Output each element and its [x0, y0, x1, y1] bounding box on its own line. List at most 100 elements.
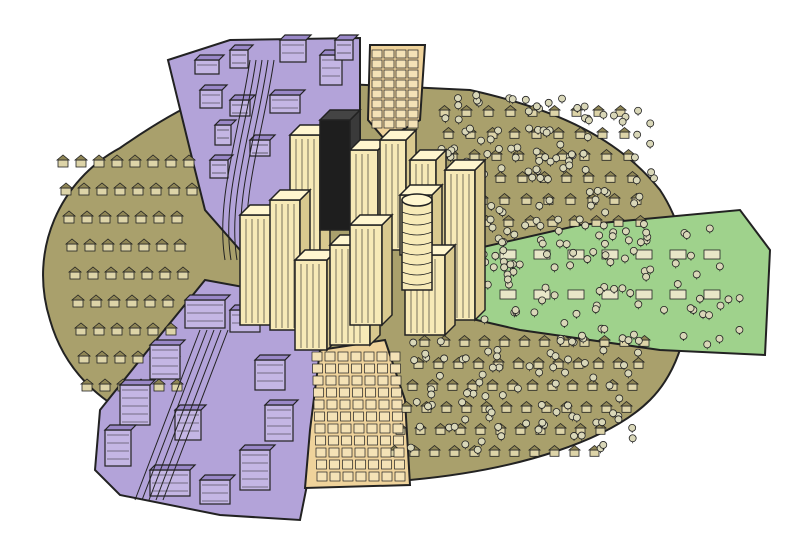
- mid-density-unit: [394, 448, 404, 457]
- house-body: [166, 160, 176, 167]
- house-roof: [623, 150, 634, 155]
- house-body: [112, 160, 122, 167]
- house-body: [590, 450, 599, 456]
- house-body: [610, 198, 619, 204]
- tree-crown: [643, 229, 650, 236]
- skyscraper-front: [350, 225, 382, 325]
- tree-crown: [717, 302, 724, 309]
- mid-density-unit: [341, 412, 351, 421]
- tree-crown: [537, 222, 544, 229]
- building-front: [250, 140, 270, 156]
- house-body: [436, 428, 445, 434]
- tree-crown: [490, 264, 497, 271]
- house: [597, 128, 608, 139]
- mid-density-unit: [393, 424, 403, 433]
- building-top: [120, 380, 155, 385]
- building-top: [150, 465, 195, 470]
- industrial-building: [150, 340, 185, 379]
- tree-crown: [648, 169, 655, 176]
- house-body: [166, 328, 176, 335]
- skyscraper-side: [445, 245, 455, 335]
- tree-crown: [487, 216, 494, 223]
- house-roof: [75, 155, 87, 160]
- mid-density-unit: [367, 424, 377, 433]
- tree-crown: [706, 312, 713, 319]
- suburban-house: [500, 290, 516, 299]
- tree-crown: [611, 285, 618, 292]
- suburban-house-body: [500, 290, 516, 299]
- mid-density-unit: [382, 472, 392, 481]
- house-body: [556, 428, 565, 434]
- tree-crown: [462, 441, 469, 448]
- house-roof: [57, 155, 69, 160]
- tree-crown: [422, 350, 429, 357]
- mid-density-unit: [339, 364, 349, 373]
- tree-crown: [622, 228, 629, 235]
- house-body: [124, 272, 134, 279]
- mid-density-unit: [356, 460, 366, 469]
- tree: [635, 107, 642, 116]
- tree-crown: [696, 295, 703, 302]
- tree-crown: [550, 364, 557, 371]
- mid-density-unit: [372, 50, 382, 58]
- house-body: [474, 362, 483, 368]
- mid-density-unit: [408, 80, 418, 88]
- tree-crown: [499, 392, 506, 399]
- house-body: [76, 160, 86, 167]
- house-body: [510, 450, 519, 456]
- mid-density-unit: [396, 70, 406, 78]
- round-tower: [402, 194, 432, 290]
- house-body: [522, 406, 531, 412]
- house-body: [103, 244, 113, 251]
- tree-crown: [539, 419, 546, 426]
- tree-crown: [599, 419, 606, 426]
- house-body: [500, 340, 509, 346]
- house-body: [151, 188, 161, 195]
- tree-crown: [555, 216, 562, 223]
- house-body: [79, 188, 89, 195]
- mid-density-unit: [396, 120, 406, 128]
- house-body: [588, 384, 597, 390]
- house-body: [160, 272, 170, 279]
- tree-crown: [462, 355, 469, 362]
- tree-crown: [437, 338, 444, 345]
- tree-crown: [610, 410, 617, 417]
- house-body: [550, 110, 559, 116]
- mid-density-unit: [379, 400, 389, 409]
- tree-crown: [596, 232, 603, 239]
- tree-crown: [586, 189, 593, 196]
- tree-crown: [442, 115, 449, 122]
- mid-density-unit: [384, 90, 394, 98]
- building-front: [210, 160, 228, 178]
- tree-crown: [647, 266, 654, 273]
- tree-crown: [581, 359, 588, 366]
- mid-density-unit: [396, 110, 406, 118]
- mid-density-unit: [393, 412, 403, 421]
- tree-crown: [533, 166, 540, 173]
- mid-density-unit: [381, 436, 391, 445]
- tree-crown: [562, 369, 569, 376]
- tree-crown: [489, 224, 496, 231]
- house-roof: [619, 128, 630, 133]
- house-body: [70, 272, 80, 279]
- tree-crown: [493, 353, 500, 360]
- mid-density-unit: [315, 424, 325, 433]
- tree-crown: [496, 364, 503, 371]
- building-front: [215, 125, 231, 145]
- mid-density-unit: [396, 100, 406, 108]
- tree-crown: [477, 137, 484, 144]
- mid-density-unit: [329, 436, 339, 445]
- house-body: [148, 328, 158, 335]
- tree-crown: [621, 255, 628, 262]
- suburban-house: [568, 290, 584, 299]
- tree-crown: [516, 261, 523, 268]
- tree-crown: [647, 140, 654, 147]
- mid-density-unit: [372, 80, 382, 88]
- building-top: [105, 425, 136, 430]
- house-body: [61, 188, 71, 195]
- house-body: [576, 132, 585, 138]
- tree-crown: [630, 331, 637, 338]
- tree-crown: [569, 338, 576, 345]
- building-top: [185, 295, 230, 300]
- mid-density-unit: [365, 364, 375, 373]
